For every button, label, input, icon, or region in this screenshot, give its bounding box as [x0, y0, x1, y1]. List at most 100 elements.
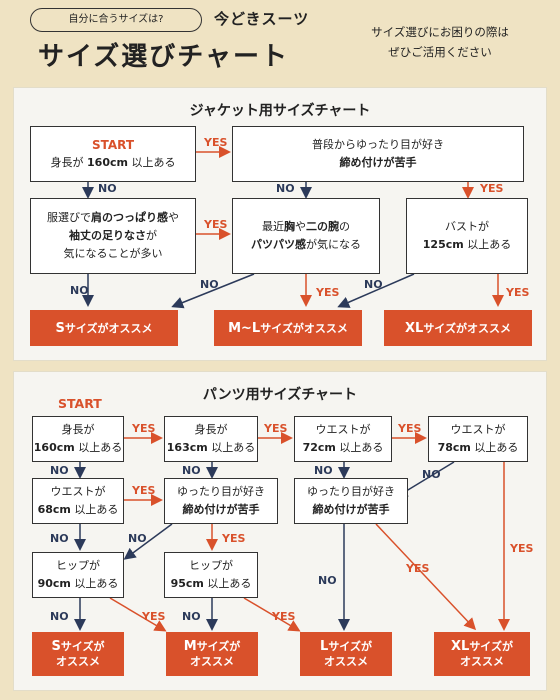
- jacket-no-n4: NO: [200, 278, 219, 291]
- pants-result-s: Sサイズが オススメ: [32, 632, 124, 676]
- pants-result-l-line2: オススメ: [324, 655, 368, 668]
- pants-node-loose-fit-2-line1: ゆったり目が好き: [307, 485, 395, 498]
- pants-result-l-line1: Lサイズが: [320, 639, 372, 654]
- jacket-no-n2: NO: [276, 182, 295, 195]
- page-title: サイズ選びチャート: [38, 42, 289, 72]
- jacket-edges: [82, 146, 504, 309]
- jacket-node-shoulder-line2: 袖丈の足りなさが: [69, 229, 157, 242]
- jacket-node-bust: バストが 125cm 以上ある: [406, 198, 528, 274]
- jacket-node-loose-fit-line2: 締め付けが苦手: [339, 156, 417, 169]
- pants-no-b1: NO: [50, 532, 69, 545]
- pants-node-waist-72: ウエストが 72cm 以上ある: [294, 416, 392, 462]
- edge-j-n5-ml: [337, 273, 415, 308]
- header-subtitle: 今どきスーツ: [214, 10, 310, 28]
- pants-no-c2: NO: [182, 610, 201, 623]
- edge-j-n4-s: [171, 273, 255, 309]
- jacket-node-shoulder: 服選びで肩のつっぱり感や 袖丈の足りなさが 気になることが多い: [30, 198, 196, 274]
- edge-p-c1-m: [109, 597, 167, 632]
- header-note: サイズ選びにお困りの際は ぜひご活用ください: [340, 22, 540, 62]
- pants-node-waist-68-line1: ウエストが: [50, 485, 106, 498]
- pants-node-height-160: 身長が 160cm 以上ある: [32, 416, 124, 462]
- pants-yes-a2: YES: [264, 422, 288, 435]
- pants-node-waist-68-line2: 68cm 以上ある: [37, 503, 119, 516]
- jacket-node-start: START 身長が 160cm 以上ある: [30, 126, 196, 182]
- edge-p-b2-c1: [123, 523, 173, 560]
- pants-node-waist-68: ウエストが 68cm 以上ある: [32, 478, 124, 524]
- pants-result-l: Lサイズが オススメ: [300, 632, 392, 676]
- edge-p-b3-xl: [375, 523, 477, 631]
- pants-node-waist-78-line1: ウエストが: [450, 423, 506, 436]
- pants-no-a4: NO: [422, 468, 441, 481]
- pants-node-loose-fit-1: ゆったり目が好き 締め付けが苦手: [164, 478, 278, 524]
- jacket-start-label: START: [91, 138, 135, 152]
- pants-yes-b1: YES: [132, 484, 156, 497]
- jacket-yes-n4: YES: [316, 286, 340, 299]
- pants-result-xl-line2: オススメ: [460, 655, 504, 668]
- jacket-chart-title: ジャケット用サイズチャート: [189, 103, 371, 119]
- pants-node-loose-fit-1-line1: ゆったり目が好き: [177, 485, 265, 498]
- pants-yes-b2: YES: [222, 532, 246, 545]
- pants-node-hip-95-line2: 95cm 以上ある: [170, 577, 252, 590]
- pants-node-waist-72-line2: 72cm 以上ある: [302, 441, 384, 454]
- pants-result-m-line1: Mサイズが: [183, 639, 241, 654]
- jacket-no-n3: NO: [70, 284, 89, 297]
- pants-result-m: Mサイズが オススメ: [166, 632, 258, 676]
- pants-node-height-163-line2: 163cm 以上ある: [166, 441, 256, 454]
- pants-no-a1: NO: [50, 464, 69, 477]
- pants-node-height-160-line2: 160cm 以上ある: [33, 441, 123, 454]
- pants-node-loose-fit-2: ゆったり目が好き 締め付けが苦手: [294, 478, 408, 524]
- jacket-node-shoulder-line1: 服選びで肩のつっぱり感や: [47, 211, 179, 224]
- pants-node-loose-fit-2-line2: 締め付けが苦手: [312, 503, 390, 516]
- pants-node-hip-90: ヒップが 90cm 以上ある: [32, 552, 124, 598]
- pants-node-loose-fit-1-line2: 締め付けが苦手: [182, 503, 260, 516]
- edge-p-c2-l: [243, 597, 301, 632]
- pants-node-hip-95-line1: ヒップが: [189, 559, 233, 572]
- pants-result-xl-line1: XLサイズが: [451, 639, 513, 654]
- pants-result-m-line2: オススメ: [190, 655, 234, 668]
- jacket-node-bust-line2: 125cm 以上ある: [422, 238, 512, 251]
- pants-yes-a3: YES: [398, 422, 422, 435]
- pants-yes-c2: YES: [272, 610, 296, 623]
- pants-result-xl: XLサイズが オススメ: [434, 632, 530, 676]
- pants-node-height-163-line1: 身長が: [194, 423, 228, 436]
- jacket-node-shoulder-line3: 気になることが多い: [63, 247, 163, 260]
- jacket-no-n5: NO: [364, 278, 383, 291]
- pants-no-b3: NO: [318, 574, 337, 587]
- pants-start-label: START: [58, 396, 102, 411]
- pants-node-waist-78: ウエストが 78cm 以上ある: [428, 416, 528, 462]
- pants-yes-a1: YES: [132, 422, 156, 435]
- header-pill: 自分に合うサイズは?: [30, 8, 202, 32]
- jacket-yes-n3: YES: [204, 218, 228, 231]
- jacket-node-chest-line1: 最近胸や二の腕の: [262, 220, 350, 233]
- jacket-yes-n5: YES: [506, 286, 530, 299]
- header-note-line2: ぜひご活用ください: [388, 45, 492, 59]
- pants-yes-b3: YES: [406, 562, 430, 575]
- pants-node-height-163: 身長が 163cm 以上ある: [164, 416, 258, 462]
- jacket-node-bust-line1: バストが: [445, 220, 489, 233]
- jacket-node-start-text: 身長が 160cm 以上ある: [50, 156, 176, 169]
- jacket-node-chest-line2: パツパツ感が気になる: [251, 238, 361, 251]
- pants-yes-c1: YES: [142, 610, 166, 623]
- jacket-yes-n1: YES: [204, 136, 228, 149]
- pants-node-waist-72-line1: ウエストが: [315, 423, 371, 436]
- pants-chart-title: パンツ用サイズチャート: [202, 387, 358, 403]
- pants-yes-a4: YES: [510, 542, 534, 555]
- pants-no-a2: NO: [182, 464, 201, 477]
- jacket-no-n1: NO: [98, 182, 117, 195]
- pants-chart-panel: パンツ用サイズチャート START: [14, 372, 546, 690]
- pants-no-b2: NO: [128, 532, 147, 545]
- jacket-yes-n2: YES: [480, 182, 504, 195]
- pants-result-s-line1: Sサイズが: [51, 639, 105, 654]
- pants-result-s-line2: オススメ: [56, 655, 100, 668]
- jacket-chart-panel: ジャケット用サイズチャート START 身長が 160cm 以上ある 普段からゆ…: [14, 88, 546, 360]
- pants-node-hip-90-line2: 90cm 以上ある: [37, 577, 119, 590]
- jacket-node-loose-fit-line1: 普段からゆったり目が好き: [312, 138, 444, 151]
- pants-node-waist-78-line2: 78cm 以上ある: [437, 441, 519, 454]
- header-note-line1: サイズ選びにお困りの際は: [371, 25, 509, 39]
- pants-no-c1: NO: [50, 610, 69, 623]
- pants-node-height-160-line1: 身長が: [61, 423, 95, 436]
- jacket-node-chest: 最近胸や二の腕の パツパツ感が気になる: [232, 198, 380, 274]
